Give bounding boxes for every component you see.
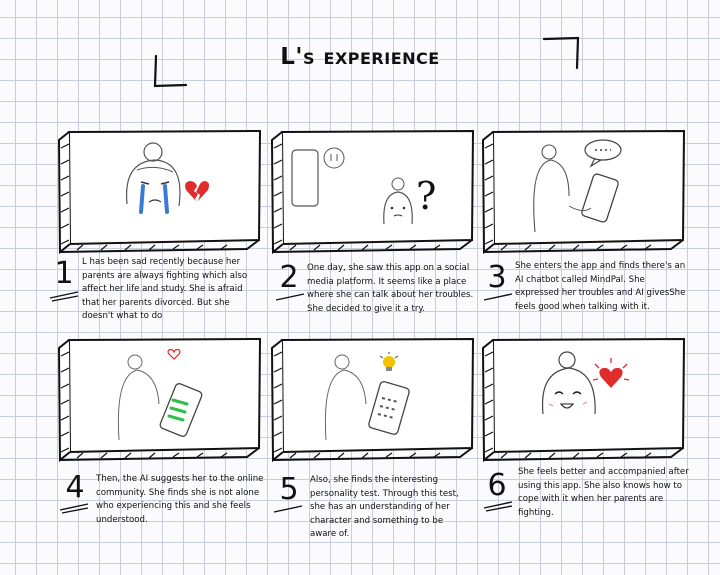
panel-caption: L has been sad recently because her pare… [82, 257, 248, 322]
number-underline [49, 291, 79, 302]
personality-test-illustration [324, 354, 410, 441]
light-bulb-icon [379, 352, 399, 371]
panel-caption: She feels better and accompanied after u… [518, 467, 689, 518]
panel-frame [57, 337, 262, 463]
storyboard-panel-6 [481, 336, 686, 463]
number-underline [483, 293, 513, 301]
broken-heart-icon [185, 181, 209, 202]
panel-caption: Then, the AI suggests her to the online … [96, 474, 264, 525]
phone-and-curious-girl-illustration [291, 147, 413, 225]
page-title: L's experience [280, 44, 440, 70]
step-number: 6 [487, 468, 507, 503]
panel-frame [270, 129, 475, 255]
storyboard-panel-1 [57, 128, 262, 255]
corner-bracket-left [153, 54, 188, 88]
panel-caption: Also, she finds the interesting personal… [310, 475, 459, 540]
storyboard-panel-5 [270, 336, 475, 463]
community-chat-illustration [117, 354, 203, 441]
step-number: 2 [279, 260, 299, 295]
storyboard-panel-4 [57, 336, 262, 463]
step-number: 5 [279, 472, 299, 507]
heart-icon [592, 358, 630, 388]
number-underline [59, 503, 89, 514]
step-number: 4 [65, 470, 85, 505]
corner-bracket-right [542, 36, 580, 70]
panel-caption: She enters the app and finds there's an … [515, 261, 686, 312]
small-heart-icon [167, 348, 181, 360]
storyboard-panel-3 [481, 128, 686, 255]
happy-girl-illustration [541, 351, 596, 415]
panel-caption: One day, she saw this app on a social me… [307, 263, 474, 314]
number-underline [275, 293, 305, 301]
panel-frame [481, 337, 686, 463]
storyboard-panel-2: ? [270, 128, 475, 255]
question-mark-icon: ? [416, 174, 437, 218]
step-number: 3 [487, 260, 507, 295]
step-number: 1 [54, 256, 74, 291]
girl-chatting-with-phone-illustration [533, 139, 622, 233]
sad-girl-illustration [125, 142, 181, 214]
number-underline [483, 501, 513, 512]
panel-frame [481, 129, 686, 255]
number-underline [273, 505, 303, 513]
